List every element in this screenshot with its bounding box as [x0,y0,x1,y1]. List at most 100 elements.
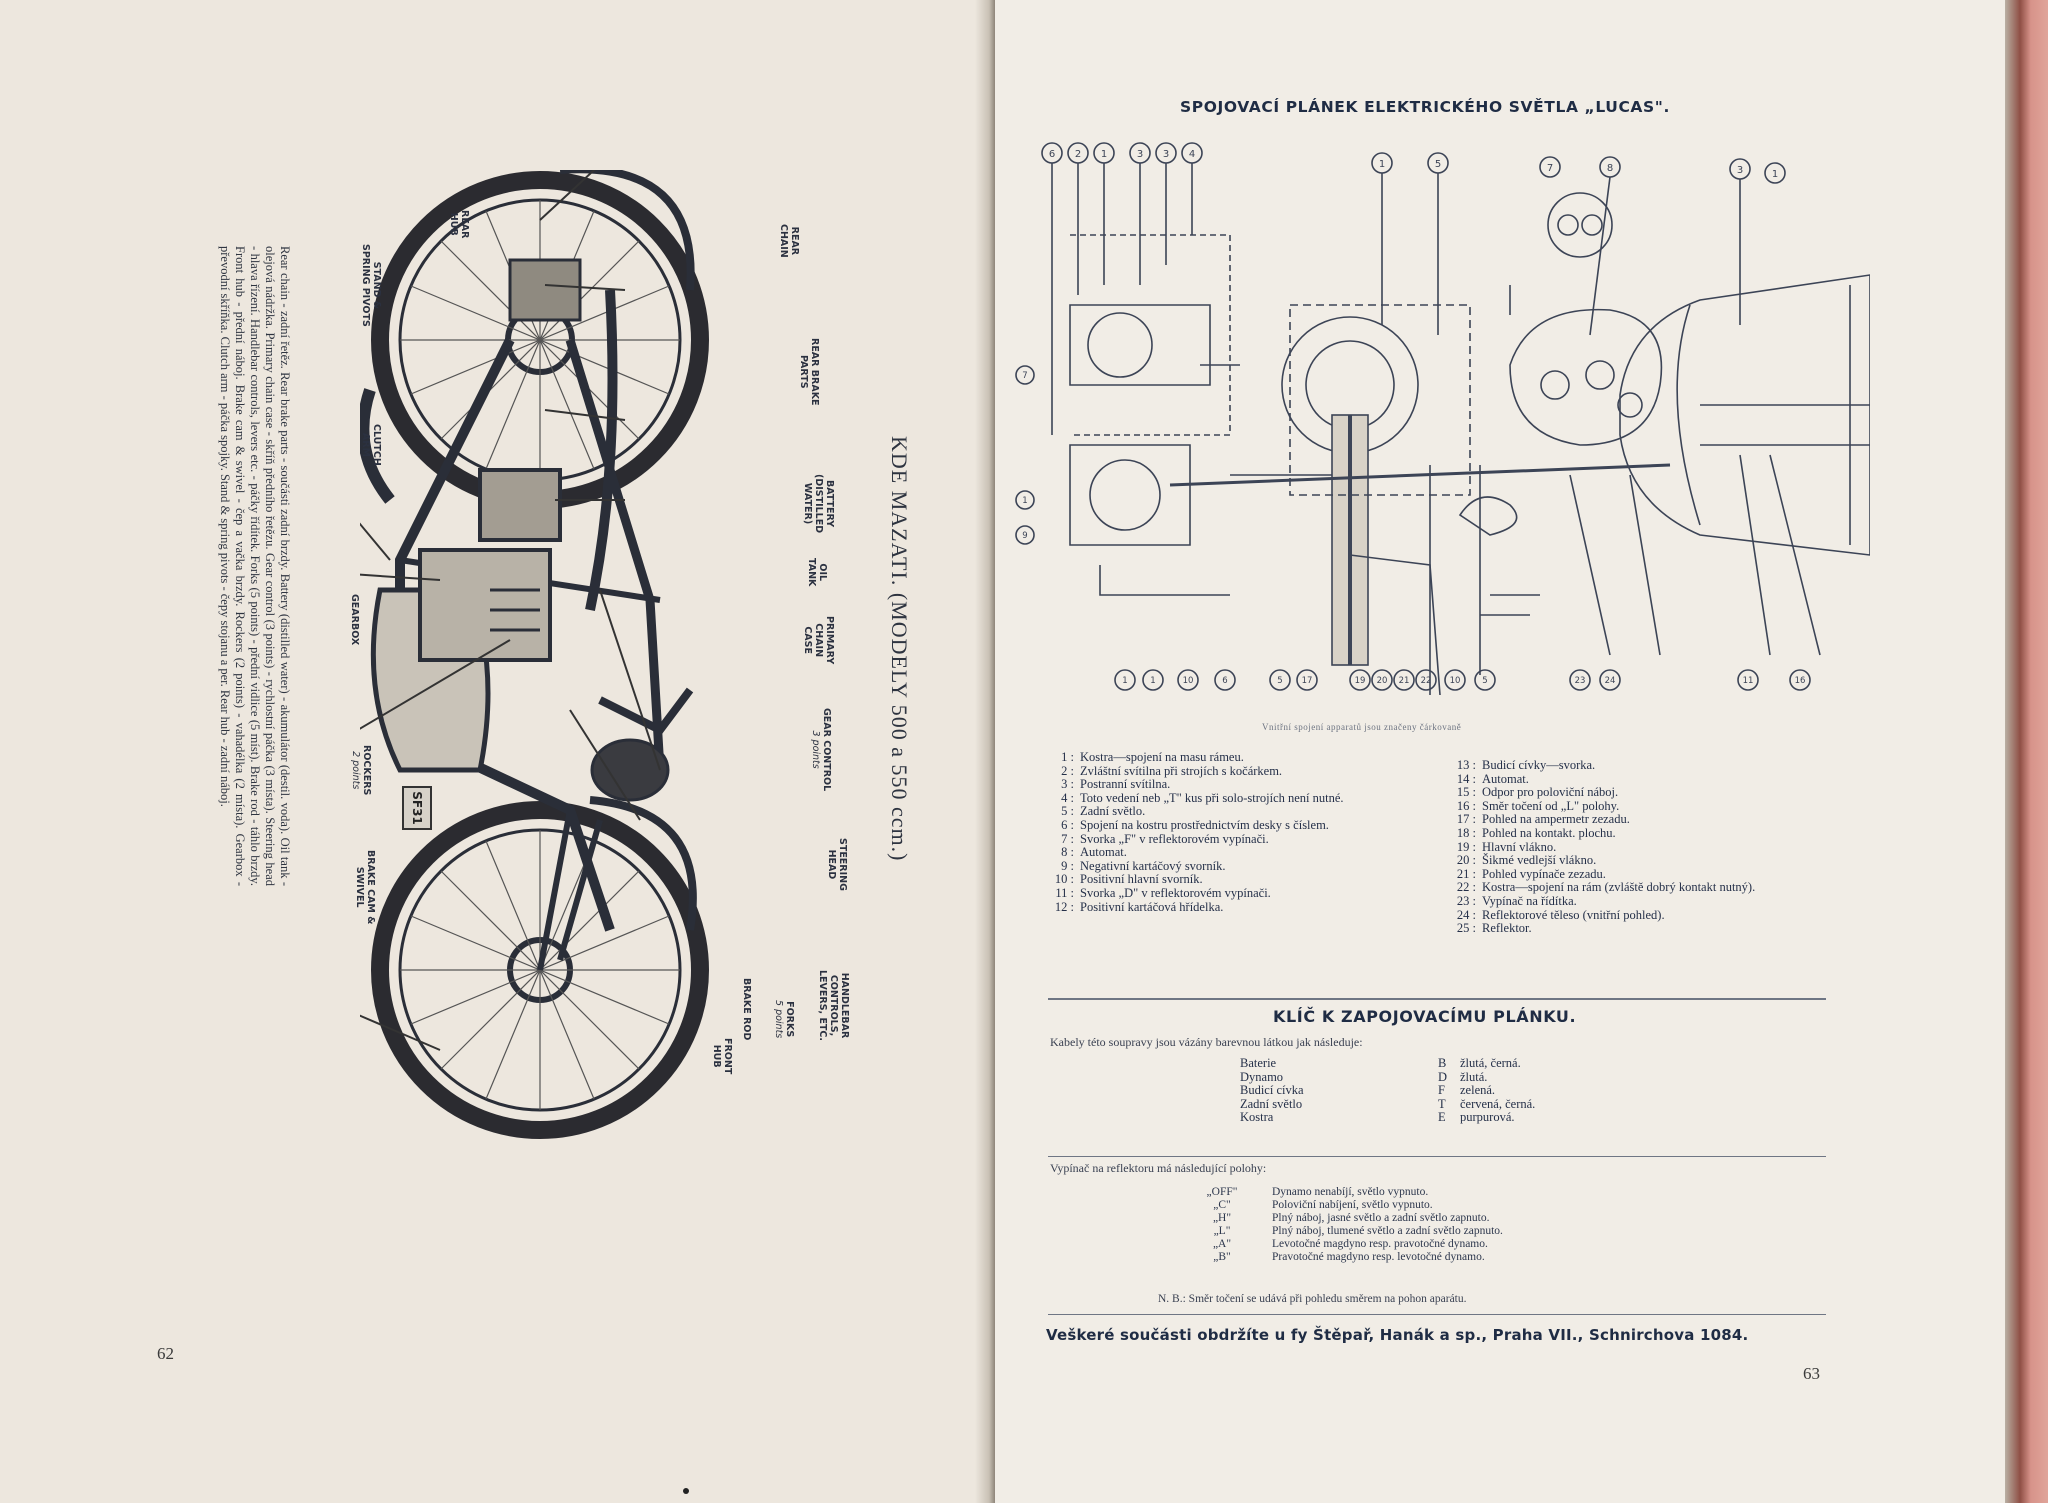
legend-item: 11 :Svorka „D" v reflektorovém vypínači. [1055,885,1271,900]
left-page [0,0,990,1503]
svg-text:22: 22 [1421,676,1432,686]
legend-item: 4 :Toto vedení neb „T" kus při solo-stro… [1061,790,1344,805]
legend-item: 12 :Positivní kartáčová hřídelka. [1054,899,1224,914]
legend-item: 18 :Pohled na kontakt. plochu. [1456,825,1616,840]
legend-item: 24 :Reflektorové těleso (vnitřní pohled)… [1456,907,1665,922]
label-battery: BATTERY (DISTILLED WATER) [802,474,835,534]
svg-text:6: 6 [1049,149,1055,160]
svg-text:6: 6 [1222,676,1227,686]
svg-text:1: 1 [1101,149,1107,160]
right-page [995,0,2005,1503]
divider [1048,998,1826,1000]
legend-item: 13 :Budicí cívky—svorka. [1456,758,1596,772]
divider [1048,1314,1826,1315]
svg-text:5: 5 [1277,676,1282,686]
svg-text:9: 9 [1022,531,1027,541]
legend-item: 2 :Zvláštní svítilna při strojích s kočá… [1061,763,1283,778]
svg-text:4: 4 [1189,149,1195,160]
label-gear-control: GEAR CONTROL 3 points [810,708,832,792]
label-steering-head: STEERING HEAD [826,838,848,891]
supplier-footer: Veškeré součásti obdržíte u fy Štěpař, H… [1046,1326,1749,1344]
svg-text:1: 1 [1150,676,1155,686]
legend-item: 7 :Svorka „F" v reflektorovém vypínači. [1061,831,1269,846]
label-brake-cam-swivel: BRAKE CAM & SWIVEL [354,850,376,925]
svg-text:3: 3 [1737,165,1743,176]
svg-text:1: 1 [1772,169,1778,180]
right-page-number: 63 [1803,1364,1820,1383]
left-page-caption: Rear chain - zadní řetěz. Rear brake par… [218,246,292,886]
label-forks: FORKS 5 points [773,1000,795,1039]
divider [1048,1156,1826,1157]
ink-dot [683,1488,689,1494]
key-title: KLÍČ K ZAPOJOVACÍMU PLÁNKU. [1273,1007,1577,1026]
label-rear-hub: REAR HUB [448,210,470,239]
label-rear-chain: REAR CHAIN [778,224,800,258]
key-intro: Kabely této soupravy jsou vázány barevno… [1050,1035,1363,1049]
label-rear-brake-parts: REAR BRAKE PARTS [798,338,820,406]
svg-text:20: 20 [1377,676,1388,686]
svg-text:7: 7 [1022,371,1027,381]
svg-text:1: 1 [1379,159,1385,170]
svg-text:10: 10 [1450,676,1461,686]
switch-row: „OFF"Dynamo nenabíjí, světlo vypnuto. [1206,1186,1429,1198]
svg-text:19: 19 [1355,676,1366,686]
label-gearbox: GEARBOX [349,594,360,646]
svg-text:11: 11 [1743,676,1754,686]
svg-text:8: 8 [1607,163,1613,174]
svg-text:3: 3 [1137,149,1143,160]
legend-item: 21 :Pohled vypínače zezadu. [1456,866,1606,881]
svg-text:17: 17 [1302,676,1313,686]
legend-left: 1 :Kostra—spojení na masu rámeu. 2 :Zvlá… [1048,750,1418,914]
legend-item: 15 :Odpor pro poloviční náboj. [1456,785,1619,800]
legend-item: 9 :Negativní kartáčový svorník. [1061,858,1226,873]
label-front-hub: FRONT HUB [711,1038,733,1075]
left-page-heading: KDE MAZATI. (MODELY 500 a 550 ccm.) [887,436,912,862]
switch-intro: Vypínač na reflektoru má následující pol… [1050,1161,1267,1175]
label-brake-rod: BRAKE ROD [741,978,752,1041]
svg-text:24: 24 [1605,676,1616,686]
label-rockers: ROCKERS 2 points [350,745,372,796]
label-oil-tank: OIL TANK [806,558,828,587]
switch-row: „A"Levotočné magdyno resp. pravotočné dy… [1212,1238,1488,1250]
left-page-number: 62 [157,1344,174,1363]
diagram-caption: Vnitřní spojení apparatů jsou značeny čá… [1262,722,1462,732]
legend-item: 17 :Pohled na ampermetr zezadu. [1456,812,1630,827]
switch-row: „H"Plný náboj, jasné světlo a zadní svět… [1212,1212,1490,1224]
svg-text:21: 21 [1399,676,1410,686]
svg-text:10: 10 [1183,676,1194,686]
legend-item: 5 :Zadní světlo. [1061,804,1146,819]
svg-text:1: 1 [1122,676,1127,686]
legend-item: 19 :Hlavní vlákno. [1456,839,1557,854]
book-edge [2005,0,2048,1503]
label-stand-spring-pivots: STAND & SPRING PIVOTS [360,244,382,327]
legend-item: 14 :Automat. [1456,771,1529,786]
svg-text:3: 3 [1163,149,1169,160]
svg-text:5: 5 [1482,676,1487,686]
figure-badge: SF31 [402,786,432,830]
motorcycle-illustration [360,170,709,1139]
legend-item: 25 :Reflektor. [1456,921,1532,936]
svg-text:23: 23 [1575,676,1586,686]
legend-item: 1 :Kostra—spojení na masu rámeu. [1061,750,1244,764]
legend-item: 10 :Positivní hlavní svorník. [1054,872,1203,887]
switch-positions-table: „OFF"Dynamo nenabíjí, světlo vypnuto. „C… [1172,1186,1503,1264]
legend-item: 8 :Automat. [1061,845,1127,860]
label-clutch-arm: CLUTCH ARM [360,424,382,466]
diagram-top-callouts [1041,142,1786,184]
legend-item: 22 :Kostra—spojení na rám (zvláště dobrý… [1456,880,1756,895]
switch-row: „L"Plný náboj, tlumené světlo a zadní sv… [1213,1225,1503,1237]
svg-text:16: 16 [1795,676,1806,686]
svg-text:7: 7 [1547,163,1553,174]
switch-row: „C"Poloviční nabíjení, světlo vypnuto. [1213,1199,1433,1211]
legend-item: 23 :Vypínač na řídítka. [1456,893,1577,908]
switch-note: N. B.: Směr točení se udává při pohledu … [1158,1293,1467,1305]
svg-text:2: 2 [1075,149,1081,160]
